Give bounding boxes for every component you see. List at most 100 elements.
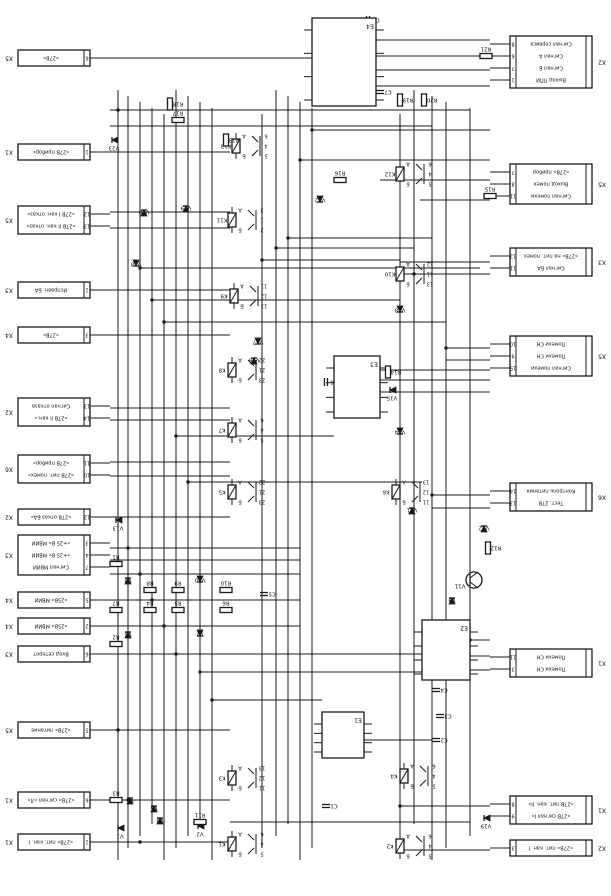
resistor-r16: R16: [333, 170, 347, 184]
diode-v21: V21: [407, 507, 418, 515]
resistor-r14: R14: [384, 365, 401, 379]
pin-number: 8: [511, 181, 514, 187]
capacitor-c5: C5: [260, 591, 276, 597]
contact-pin: 13: [423, 479, 429, 485]
pin-label: Тест. 27В: [538, 500, 564, 506]
resistor-r17: R17: [171, 110, 185, 124]
relay-pin-a: А: [242, 133, 246, 139]
pin-label: «27В отказ БА»: [31, 514, 72, 520]
junction-dot: [126, 546, 130, 550]
connector-ref: X3: [5, 552, 13, 559]
diode-v18: V18: [394, 305, 405, 313]
connector-ref: X4: [5, 332, 13, 339]
contact-pin: 4: [432, 773, 435, 779]
relay-ref: K9: [220, 293, 228, 299]
relay-ref: K12: [385, 171, 396, 177]
relay-pin-a: А: [406, 261, 410, 267]
relay-pin-a: А: [238, 479, 242, 485]
diode-v16: V16: [248, 357, 259, 365]
resistor-r11: R11: [193, 812, 207, 826]
resistor-r12: R12: [484, 541, 501, 555]
diode-ref: V20: [138, 209, 149, 215]
junction-dot: [286, 236, 290, 240]
pin-label: Помехи СН: [536, 666, 565, 672]
contact-pin: 3: [260, 207, 263, 213]
pin-label: «27В» пит. кан. I: [529, 845, 573, 851]
resistor-r21: R21: [479, 46, 493, 60]
pin-label: Сигнал Б: [538, 65, 562, 71]
contact-pin: 13: [261, 303, 267, 309]
contact-pin: 12: [427, 261, 433, 267]
contact-pin: 4: [428, 171, 431, 177]
connector-ref: X2: [5, 409, 13, 416]
contact-pin: 4: [264, 143, 267, 149]
pin-label: Контроль питания: [527, 488, 576, 494]
diode-v10: V10: [194, 575, 205, 583]
capacitor-ref: C4: [440, 687, 448, 693]
pin-label: Помехи СН: [536, 353, 565, 359]
connector-ref: X2: [598, 845, 606, 852]
resistor-ref: R13: [228, 137, 239, 143]
contact-pin: 6: [428, 161, 431, 167]
resistor-ref: R6: [222, 600, 230, 606]
ic-ref: E3: [370, 361, 378, 368]
diode-ref: V19: [180, 205, 191, 211]
relay-pin-a: А: [410, 763, 414, 769]
pin-label: «25В» МВИИ: [34, 623, 67, 629]
relay-pin-a: А: [238, 417, 242, 423]
junction-dot: [310, 128, 314, 132]
relay-pin-b: Б: [242, 153, 246, 159]
pin-label: «27В» пит. кан. I: [29, 839, 73, 845]
diode-ref: V6: [124, 631, 132, 637]
ic-e2: E2: [421, 619, 471, 681]
pin-label: Сигнал А: [538, 53, 562, 59]
connector-ref: X6: [5, 466, 13, 473]
pin-number: 13: [510, 500, 516, 506]
junction-dot: [162, 624, 166, 628]
pin-label: Сигнал сервиса: [530, 41, 572, 47]
capacitor-c1: C1: [322, 803, 338, 809]
diode-ref: V21: [407, 507, 418, 513]
junction-dot: [116, 108, 120, 112]
pin-number: 11: [510, 265, 516, 271]
relay-ref: K4: [390, 773, 398, 779]
pin-number: 12: [510, 253, 516, 259]
connector-ref: X5: [5, 727, 13, 734]
resistor-ref: R15: [484, 186, 495, 192]
ic-ref: E1: [354, 717, 362, 724]
relay-pin-b: Б: [402, 499, 406, 505]
diode-v8: V8: [124, 577, 132, 585]
relay-pin-a: А: [238, 207, 242, 213]
resistor-r9: R9: [171, 580, 185, 594]
contact-pin: 6: [264, 133, 267, 139]
connector-ref: X2: [5, 514, 13, 521]
relay-pin-b: Б: [238, 377, 242, 383]
resistor-r2: R2: [109, 634, 123, 648]
ic-e4: E4: [311, 17, 377, 107]
ic-layer: E1 E2 E3 E4: [311, 17, 471, 759]
resistor-r4: R4: [143, 600, 157, 614]
contact-pin: 21: [259, 489, 265, 495]
capacitor-ref: C5: [268, 591, 276, 597]
resistor-ref: R2: [112, 634, 119, 640]
diode-ref: V15: [386, 395, 397, 401]
contact-pin: 12: [261, 293, 267, 299]
relay-pin-b: Б: [406, 281, 410, 287]
resistor-ref: R17: [172, 110, 183, 116]
pin-label: «27В»: [43, 332, 59, 338]
transistor-v11: V11: [455, 571, 483, 589]
contact-pin: 6: [260, 417, 263, 423]
contact-pin: 22: [259, 357, 265, 363]
relay-pin-b: Б: [240, 303, 244, 309]
contact-pin: 11: [427, 271, 433, 277]
connector-ref: X1: [5, 839, 13, 846]
